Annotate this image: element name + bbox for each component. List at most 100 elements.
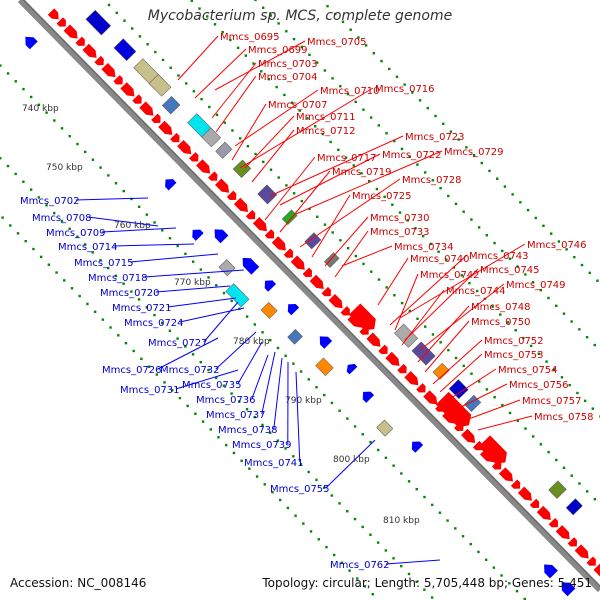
plus-gene-label[interactable]: Mmcs_0719 <box>332 167 392 178</box>
minus-gene-label[interactable]: Mmcs_0720 <box>100 288 160 299</box>
minus-gene-connector <box>175 369 239 390</box>
plus-gene-label[interactable]: Mmcs_0757 <box>522 396 582 407</box>
plus-gene-label[interactable]: Mmcs_0722 <box>382 150 442 161</box>
plus-gene-label[interactable]: Mmcs_0744 <box>446 286 506 297</box>
plus-gene-label[interactable]: Mmcs_0729 <box>444 147 504 158</box>
plus-gene-label[interactable]: Mmcs_0743 <box>469 251 529 262</box>
minus-gene-label[interactable]: Mmcs_0738 <box>218 425 278 436</box>
gene-arrow <box>113 75 123 85</box>
minus-gene-label[interactable]: Mmcs_0714 <box>58 242 118 253</box>
gene-arrow <box>132 94 142 104</box>
gene-feature <box>510 479 521 489</box>
gene-feature <box>376 419 394 437</box>
minus-gene-connector <box>295 371 301 463</box>
plus-gene-label[interactable]: Mmcs_0725 <box>352 191 412 202</box>
minus-gene-label[interactable]: Mmcs_0727 <box>148 338 208 349</box>
minus-gene-label[interactable]: Mmcs_0724 <box>124 318 184 329</box>
minus-gene-label[interactable]: Mmcs_0708 <box>32 213 92 224</box>
plus-gene-label[interactable]: Mmcs_0730 <box>370 213 430 224</box>
gene-arrow <box>362 391 375 403</box>
minus-gene-label[interactable]: Mmcs_0731 <box>120 385 180 396</box>
tick-dot <box>326 4 329 8</box>
gene-feature <box>346 363 358 375</box>
plus-gene-label[interactable]: Mmcs_0734 <box>394 242 454 253</box>
minus-gene-label[interactable]: Mmcs_0718 <box>88 273 148 284</box>
tick-dot <box>503 185 507 188</box>
minus-gene-label[interactable]: Mmcs_0735 <box>182 380 242 391</box>
tick-dot <box>238 137 242 140</box>
plus-gene-label[interactable]: Mmcs_0733 <box>370 227 430 238</box>
plus-gene-label[interactable]: Mmcs_0753 <box>484 350 544 361</box>
tick-dot <box>576 391 579 395</box>
minus-gene-label[interactable]: Mmcs_0715 <box>74 258 134 269</box>
tick-dot <box>184 345 187 348</box>
gene-feature <box>113 75 123 85</box>
plus-gene-label[interactable]: Mmcs_0750 <box>471 317 531 328</box>
tick-dot <box>380 59 383 63</box>
gene-feature <box>148 74 172 97</box>
plus-gene-label[interactable]: Mmcs_0711 <box>296 112 356 123</box>
plus-gene-label[interactable]: Mmcs_0695 <box>220 32 280 43</box>
plus-gene-label[interactable]: Mmcs_0752 <box>484 336 544 347</box>
tick-dot <box>516 265 519 268</box>
plus-gene-connector <box>465 399 521 421</box>
plus-gene-label[interactable]: Mmcs_0745 <box>480 265 540 276</box>
gene-arrow <box>139 101 154 116</box>
plus-gene-label[interactable]: Mmcs_0758 <box>534 412 594 423</box>
plus-gene-label[interactable]: Mmcs_0746 <box>527 240 587 251</box>
gene-feature <box>63 24 78 39</box>
tick-dot <box>109 326 112 329</box>
plus-gene-label[interactable]: Mmcs_0754 <box>498 365 558 376</box>
plus-gene-label[interactable]: Mmcs_0716 <box>375 84 435 95</box>
minus-gene-label[interactable]: Mmcs_0726 <box>102 365 162 376</box>
gene-feature <box>215 178 230 193</box>
plus-gene-label[interactable]: Mmcs_0712 <box>296 126 356 137</box>
plus-gene-label[interactable]: Mmcs_0728 <box>402 175 462 186</box>
minus-gene-label[interactable]: Mmcs_0755 <box>270 484 330 495</box>
plus-gene-label[interactable]: Mmcs_0749 <box>506 280 566 291</box>
plus-gene-label[interactable]: Mmcs_0740 <box>410 254 470 265</box>
plus-gene-label[interactable]: Mmcs_0723 <box>405 132 465 143</box>
tick-dot <box>515 589 519 593</box>
minus-gene-label[interactable]: Mmcs_0721 <box>112 303 172 314</box>
tick-dot <box>200 97 203 101</box>
minus-gene-label[interactable]: Mmcs_0736 <box>196 395 256 406</box>
minus-gene-label[interactable]: Mmcs_0762 <box>330 560 390 571</box>
tick-dot <box>201 420 205 423</box>
tick-dot <box>398 211 402 214</box>
scale-label: 790 kbp <box>285 396 322 406</box>
plus-gene-label[interactable]: Mmcs_0756 <box>509 380 569 391</box>
plus-gene-label[interactable]: Mmcs_0705 <box>307 37 367 48</box>
minus-gene-label[interactable]: Mmcs_0709 <box>46 228 106 239</box>
plus-gene-label[interactable]: Mmcs_0717 <box>317 153 377 164</box>
plus-gene-label[interactable]: Mmcs_0710 <box>320 86 380 97</box>
minus-gene-label[interactable]: Mmcs_0741 <box>244 458 304 469</box>
minus-gene-label[interactable]: Mmcs_0702 <box>20 196 80 207</box>
plus-gene-connector <box>404 268 479 341</box>
plus-gene-label[interactable]: Mmcs_0699 <box>248 45 308 56</box>
gene-feature <box>448 379 469 400</box>
minus-gene-label[interactable]: Mmcs_0732 <box>160 365 220 376</box>
tick-dot <box>346 246 350 250</box>
tick-dot <box>478 380 481 383</box>
tick-dot <box>60 219 64 223</box>
minus-gene-label[interactable]: Mmcs_0739 <box>232 440 292 451</box>
tick-dot <box>145 213 149 216</box>
gene-arrow <box>574 544 589 559</box>
plus-gene-label[interactable]: Mmcs_0703 <box>258 59 318 70</box>
gene-box <box>161 96 181 115</box>
plus-gene-label[interactable]: Mmcs_0748 <box>471 302 531 313</box>
gene-arrow <box>63 24 78 39</box>
scale-label: 750 kbp <box>46 163 83 173</box>
plus-gene-label[interactable]: Mmcs_0704 <box>258 72 318 83</box>
gene-feature <box>94 55 104 66</box>
plus-gene-connector <box>444 368 497 403</box>
gene-arrow <box>593 563 600 578</box>
minus-gene-label[interactable]: Mmcs_0737 <box>206 410 266 421</box>
plus-gene-label[interactable]: Mmcs_0707 <box>268 100 328 111</box>
gene-feature <box>189 152 199 162</box>
gene-feature <box>264 280 277 292</box>
tick-dot <box>415 487 418 491</box>
plus-gene-label[interactable]: Mmcs_0742 <box>420 270 480 281</box>
plus-gene-connector <box>234 89 319 147</box>
